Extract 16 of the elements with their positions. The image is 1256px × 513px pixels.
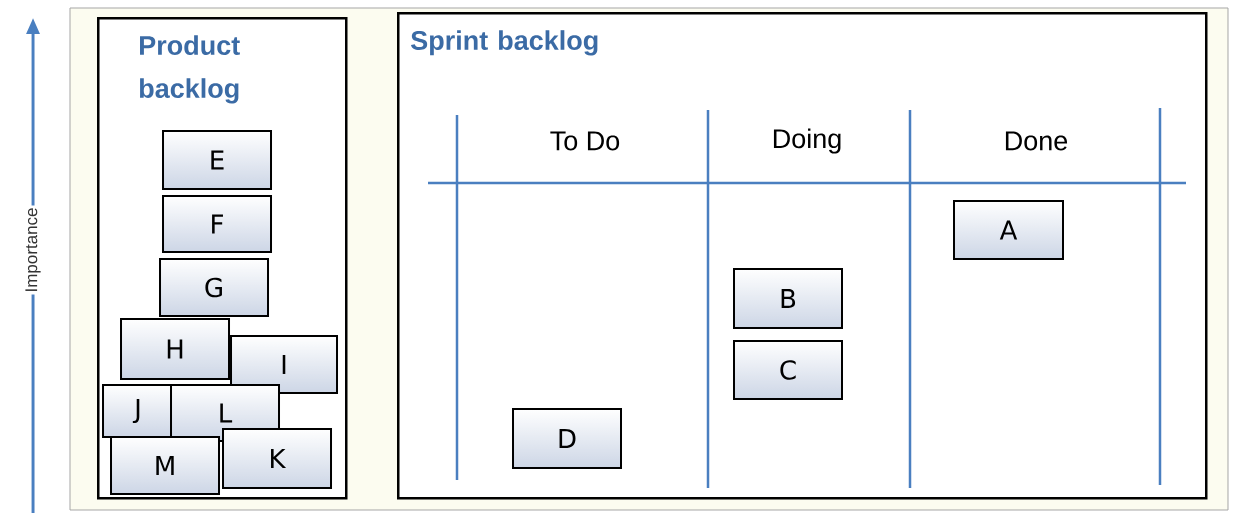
column-header: Done bbox=[1005, 131, 1068, 151]
task-card: K bbox=[222, 428, 332, 489]
task-card: F bbox=[162, 195, 272, 253]
task-card: H bbox=[120, 318, 230, 380]
column-header: Doing bbox=[773, 128, 841, 154]
task-card: D bbox=[512, 408, 622, 469]
task-card: C bbox=[733, 340, 843, 400]
column-header: To Do bbox=[550, 131, 620, 151]
task-card: A bbox=[953, 200, 1064, 260]
task-card: B bbox=[733, 268, 843, 329]
task-card: E bbox=[162, 130, 272, 190]
task-card: J bbox=[102, 384, 174, 438]
task-card: M bbox=[110, 436, 220, 495]
task-card: I bbox=[230, 335, 338, 394]
task-card: G bbox=[159, 258, 269, 317]
axis-label: Importance bbox=[23, 205, 43, 295]
